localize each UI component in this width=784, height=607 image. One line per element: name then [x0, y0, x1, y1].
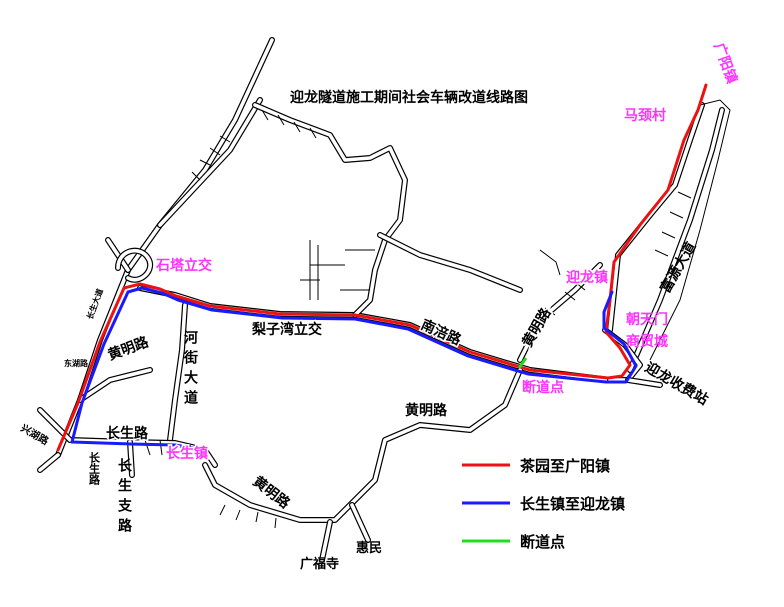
label-hejiedadao: 河街大道: [182, 329, 199, 410]
label-changshenglu: 长生路: [106, 425, 149, 442]
label-huangminglu-north: 黄明路: [519, 304, 555, 350]
label-xingjiulu: 兴湖路: [19, 421, 52, 448]
label-majingcun: 马颈村: [624, 107, 666, 124]
route-green-breakpoint: [517, 357, 528, 369]
label-changsheng-side: 长生路: [88, 451, 101, 486]
label-chaotianmen: 朝天门: [626, 311, 668, 328]
label-shitalijiao: 石塔立交: [155, 257, 212, 274]
label-guangyang: 广阳镇: [710, 41, 740, 86]
label-changshengzhen: 长生镇: [166, 445, 208, 462]
minor-streets: [144, 99, 731, 529]
label-small-1: 长生大道: [84, 287, 104, 320]
legend-label-blue: 长生镇至迎龙镇: [520, 495, 625, 513]
map-title: 迎龙隧道施工期间社会车辆改道线路图: [290, 89, 528, 106]
route-red-chayuan-guangyang: [56, 83, 708, 452]
label-duandaodian: 断道点: [522, 379, 564, 396]
label-huimin: 惠民: [356, 540, 382, 556]
label-changshengzhilu: 长生支路: [116, 457, 133, 538]
legend: 茶园至广阳镇 长生镇至迎龙镇 断道点: [462, 457, 625, 551]
road-network: [37, 37, 725, 563]
legend-label-red: 茶园至广阳镇: [520, 457, 610, 475]
label-small-2: 东湖路: [64, 358, 89, 368]
label-yinglongzhen: 迎龙镇: [566, 269, 608, 286]
label-huangminglu-west: 黄明路: [106, 333, 152, 364]
route-blue-changsheng-yinglong: [70, 286, 638, 452]
label-huangminglu-mid: 黄明路: [405, 402, 448, 419]
routes: [56, 83, 708, 452]
label-shangmaocheng: 商贸城: [626, 333, 668, 350]
legend-label-green: 断道点: [520, 533, 565, 551]
label-guangfusi: 广福寺: [300, 556, 339, 572]
label-liziwanlijiao: 梨子湾立交: [251, 321, 322, 338]
